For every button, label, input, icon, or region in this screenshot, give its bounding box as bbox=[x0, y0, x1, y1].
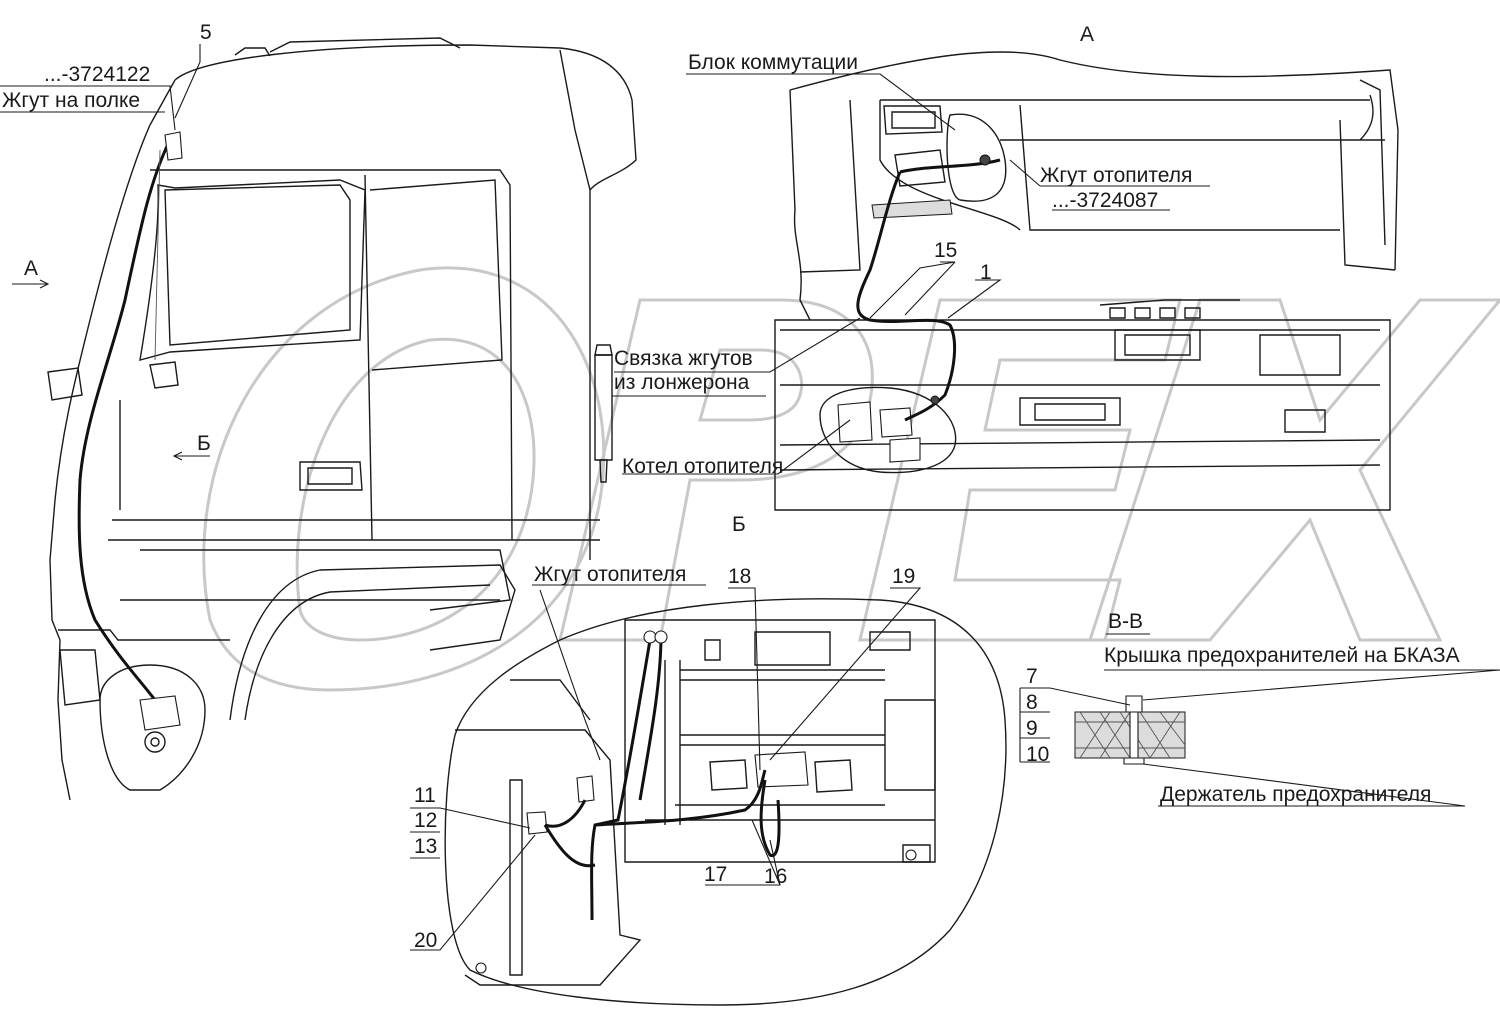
leader-lines bbox=[0, 44, 1500, 951]
position-5: 5 bbox=[200, 21, 212, 44]
view-b-arrow-label: Б bbox=[197, 432, 211, 455]
label-bundle-line1: Связка жгутов bbox=[614, 347, 753, 370]
label-harness-shelf: Жгут на полке bbox=[2, 89, 141, 112]
position-15: 15 bbox=[934, 239, 958, 262]
position-19: 19 bbox=[892, 565, 916, 588]
cab-side-view bbox=[47, 37, 637, 801]
position-12: 12 bbox=[414, 809, 438, 832]
label-fuse-cover: Крышка предохранителей на БКАЗА bbox=[1104, 644, 1460, 667]
boiler-cylinder bbox=[594, 344, 613, 483]
view-b-drawing bbox=[444, 598, 1007, 1006]
position-11: 11 bbox=[414, 784, 436, 807]
position-1: 1 bbox=[980, 261, 992, 284]
label-harness-heater-a: Жгут отопителя bbox=[1040, 164, 1193, 187]
label-harness-shelf-code: ...-3724122 bbox=[44, 63, 151, 86]
view-a-drawing bbox=[774, 51, 1399, 511]
position-16: 16 bbox=[764, 865, 788, 888]
section-vv-title: В-В bbox=[1108, 610, 1144, 633]
watermark bbox=[202, 266, 1500, 692]
position-9: 9 bbox=[1026, 717, 1038, 740]
view-arrows bbox=[12, 279, 210, 461]
view-a-title: А bbox=[1080, 23, 1095, 46]
label-blok-kommutatsii: Блок коммутации bbox=[688, 51, 858, 74]
position-8: 8 bbox=[1026, 691, 1038, 714]
position-13: 13 bbox=[414, 835, 438, 858]
view-b-title: Б bbox=[732, 513, 746, 536]
label-bundle-line2: из лонжерона bbox=[614, 371, 750, 394]
position-18: 18 bbox=[728, 565, 752, 588]
label-fuse-holder: Держатель предохранителя bbox=[1160, 783, 1432, 806]
position-20: 20 bbox=[414, 929, 438, 952]
position-7: 7 bbox=[1026, 665, 1038, 688]
section-vv-drawing bbox=[1074, 695, 1186, 765]
view-a-arrow-label: А bbox=[24, 257, 39, 280]
position-10: 10 bbox=[1026, 743, 1050, 766]
position-17: 17 bbox=[704, 863, 728, 886]
label-boiler: Котел отопителя bbox=[622, 455, 784, 478]
label-harness-heater-a-code: ...-3724087 bbox=[1052, 189, 1159, 212]
label-harness-heater-b: Жгут отопителя bbox=[534, 563, 687, 586]
